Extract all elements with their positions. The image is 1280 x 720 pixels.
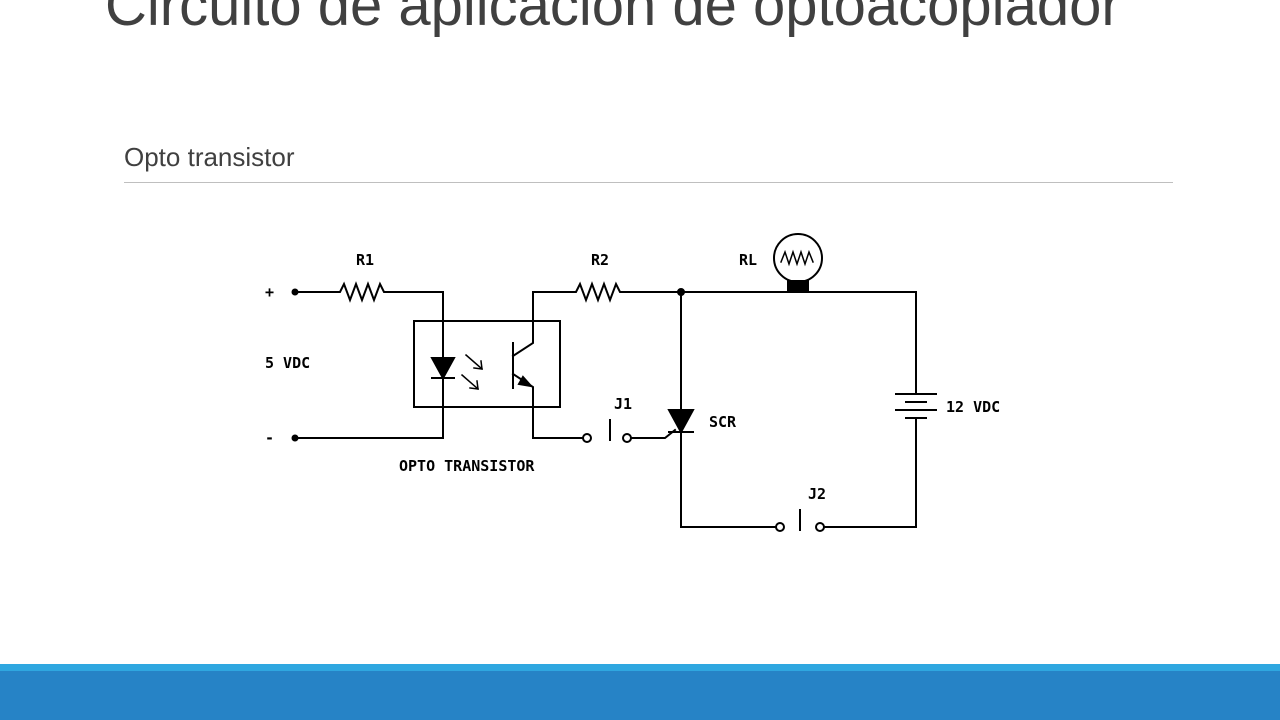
phototransistor-symbol — [511, 291, 534, 439]
label-plus: + — [265, 283, 274, 301]
light-arrows — [460, 353, 484, 391]
label-j1: J1 — [614, 395, 632, 413]
label-j2: J2 — [808, 485, 826, 503]
led-symbol — [430, 357, 456, 381]
footer-accent-bar — [0, 664, 1280, 671]
title-divider — [124, 182, 1173, 183]
label-minus: - — [265, 429, 274, 447]
label-rl: RL — [739, 251, 757, 269]
label-r1: R1 — [356, 251, 374, 269]
opto-package — [413, 320, 561, 408]
lamp-rl — [680, 233, 917, 293]
scr-symbol — [667, 291, 777, 528]
label-input-voltage: 5 VDC — [265, 354, 310, 372]
j2-switch — [775, 509, 917, 532]
slide-title: Circuito de aplicación de optoacoplador — [105, 0, 1121, 38]
label-opto: OPTO TRANSISTOR — [399, 457, 535, 475]
label-scr: SCR — [709, 413, 737, 431]
j1-switch — [532, 419, 677, 443]
r1-resistor — [294, 281, 444, 303]
battery-12vdc — [895, 291, 937, 528]
label-r2: R2 — [591, 251, 609, 269]
r2-resistor — [532, 281, 682, 303]
led-cathode-wire — [294, 377, 444, 439]
footer-bar — [0, 671, 1280, 720]
label-supply-voltage: 12 VDC — [946, 398, 1000, 416]
slide-subtitle: Opto transistor — [124, 142, 295, 172]
